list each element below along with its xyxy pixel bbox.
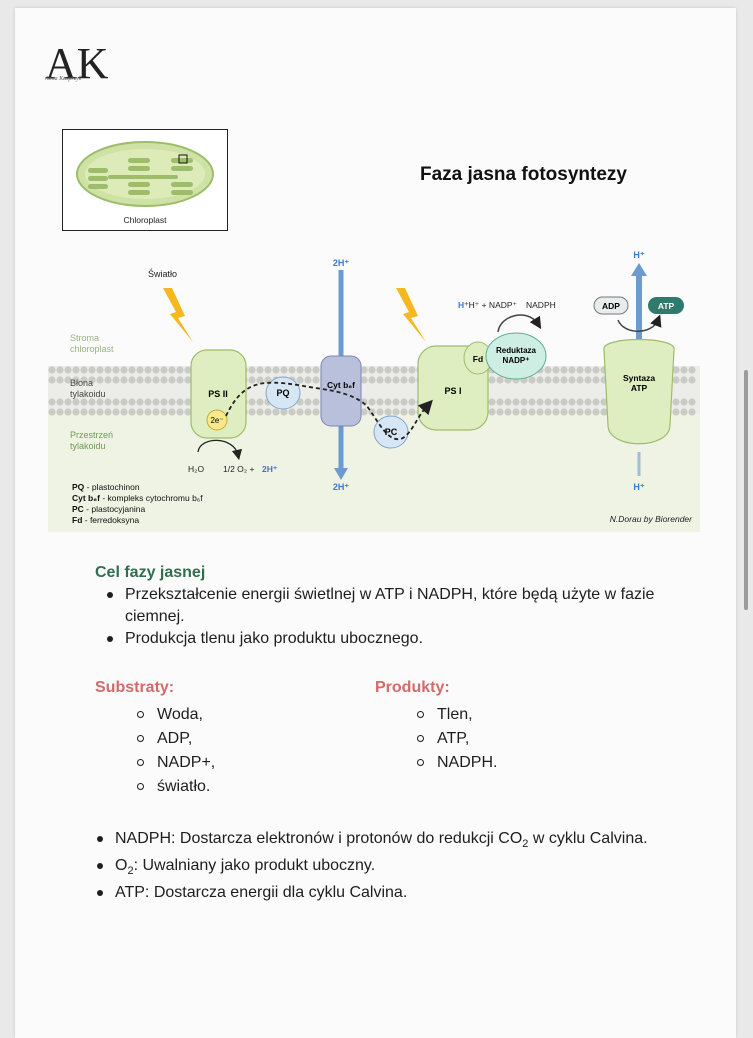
2h-bottom-label: 2H⁺ (333, 482, 350, 492)
list-item: NADP+, (135, 751, 215, 775)
list-item: ADP, (135, 727, 215, 751)
pc-label: PC (385, 427, 398, 437)
synthase-label-2: ATP (631, 383, 648, 393)
ps1-label: PS I (444, 386, 461, 396)
reductase-label-1: Reduktaza (496, 346, 537, 355)
legend-entry: PQ - plastochinon (72, 482, 140, 492)
scrollbar[interactable] (744, 370, 748, 610)
light-phase-diagram: Stroma chloroplast Błona tylakoidu Przes… (48, 240, 700, 532)
lightning-icon (163, 288, 193, 342)
pq-label: PQ (276, 388, 289, 398)
list-item: Woda, (135, 703, 215, 727)
nadp-reductase (485, 332, 547, 380)
adp-label: ADP (602, 301, 620, 311)
label-stroma-2: chloroplast (70, 344, 114, 354)
summary-list: NADPH: Dostarcza elektronów i protonów d… (85, 828, 665, 904)
reductase-label-2: NADP⁺ (503, 356, 530, 365)
electron-transport-path (225, 381, 433, 441)
label-blona-2: tylakoidu (70, 389, 106, 399)
pc-molecule (373, 415, 409, 449)
summary-item: NADPH: Dostarcza elektronów i protonów d… (85, 828, 665, 855)
chloroplast-thumbnail: Chloroplast (62, 129, 228, 231)
legend-entry: Fd - ferredoksyna (72, 515, 139, 525)
logo: AK Anna Kasprzyk (44, 39, 109, 88)
arrow-down-icon (334, 468, 348, 480)
list-item: Przekształcenie energii świetlnej w ATP … (95, 584, 655, 628)
cyt-b6f-complex (320, 355, 362, 427)
half-o2-h-label: 2H⁺ (262, 464, 278, 474)
atp-synthase (603, 338, 675, 445)
electron-label: 2e⁻ (210, 416, 223, 425)
h-bottom-label: H⁺ (633, 482, 644, 492)
nadph-arrow (497, 314, 542, 333)
light-label: Światło (148, 268, 177, 279)
half-o2-label: 1/2 O₂ + (223, 464, 254, 474)
cel-list: Przekształcenie energii świetlnej w ATP … (95, 584, 655, 650)
h2o-label: H₂O (188, 464, 204, 474)
electron-2e (206, 409, 228, 431)
logo-letters: AK (45, 39, 109, 88)
atp-pill (648, 297, 684, 314)
summary-item: ATP: Dostarcza energii dla cyklu Calvina… (85, 882, 665, 904)
2h-top-label: 2H⁺ (333, 258, 350, 268)
list-item: ATP, (415, 727, 497, 751)
substraty-heading: Substraty: (95, 679, 175, 696)
document-page: AK Anna Kasprzyk Chloroplast Faza jasna … (15, 8, 736, 1038)
chloroplast-label: Chloroplast (123, 215, 167, 225)
chloroplast-image (76, 141, 214, 207)
h-nadp-label: H⁺H⁺ + NADP⁺ (458, 300, 518, 310)
lightning-icon (396, 288, 426, 342)
water-split-arrow (197, 439, 243, 461)
cyt-label: Cyt b₆f (327, 380, 355, 390)
list-item: Tlen, (415, 703, 497, 727)
label-stroma-1: Stroma (70, 333, 99, 343)
legend-entry: PC - plastocyjanina (72, 504, 146, 514)
produkty-heading: Produkty: (375, 679, 450, 696)
list-item: NADPH. (415, 751, 497, 775)
h-top-label: H⁺ (633, 250, 644, 260)
nadph-label: NADPH (526, 300, 556, 310)
substraty-list: Woda,ADP,NADP+,światło. (135, 703, 215, 799)
synthase-label-1: Syntaza (623, 373, 655, 383)
ps2-label: PS II (208, 389, 228, 399)
thylakoid-membrane (48, 366, 700, 416)
cel-heading: Cel fazy jasnej (95, 564, 206, 581)
label-przestrzen-2: tylakoidu (70, 441, 106, 451)
logo-signature: Anna Kasprzyk (44, 76, 82, 82)
produkty-list: Tlen,ATP,NADPH. (415, 703, 497, 775)
summary-item: O2: Uwalniany jako produkt uboczny. (85, 855, 665, 882)
label-blona-1: Błona (70, 378, 93, 388)
atp-arrow (617, 314, 662, 332)
adp-pill (593, 296, 629, 315)
legend-entry: Cyt b₆f - kompleks cytochromu b₆f (72, 493, 203, 503)
arrow-up-icon (631, 263, 647, 276)
ps2-complex (190, 349, 247, 439)
fd-label: Fd (473, 354, 483, 364)
list-item: światło. (135, 775, 215, 799)
credit-label: N.Dorau by Biorender (610, 514, 693, 524)
atp-label: ATP (658, 301, 675, 311)
page-title: Faza jasna fotosyntezy (420, 164, 627, 185)
label-przestrzen-1: Przestrzeń (70, 430, 113, 440)
list-item: Produkcja tlenu jako produktu ubocznego. (95, 628, 655, 650)
